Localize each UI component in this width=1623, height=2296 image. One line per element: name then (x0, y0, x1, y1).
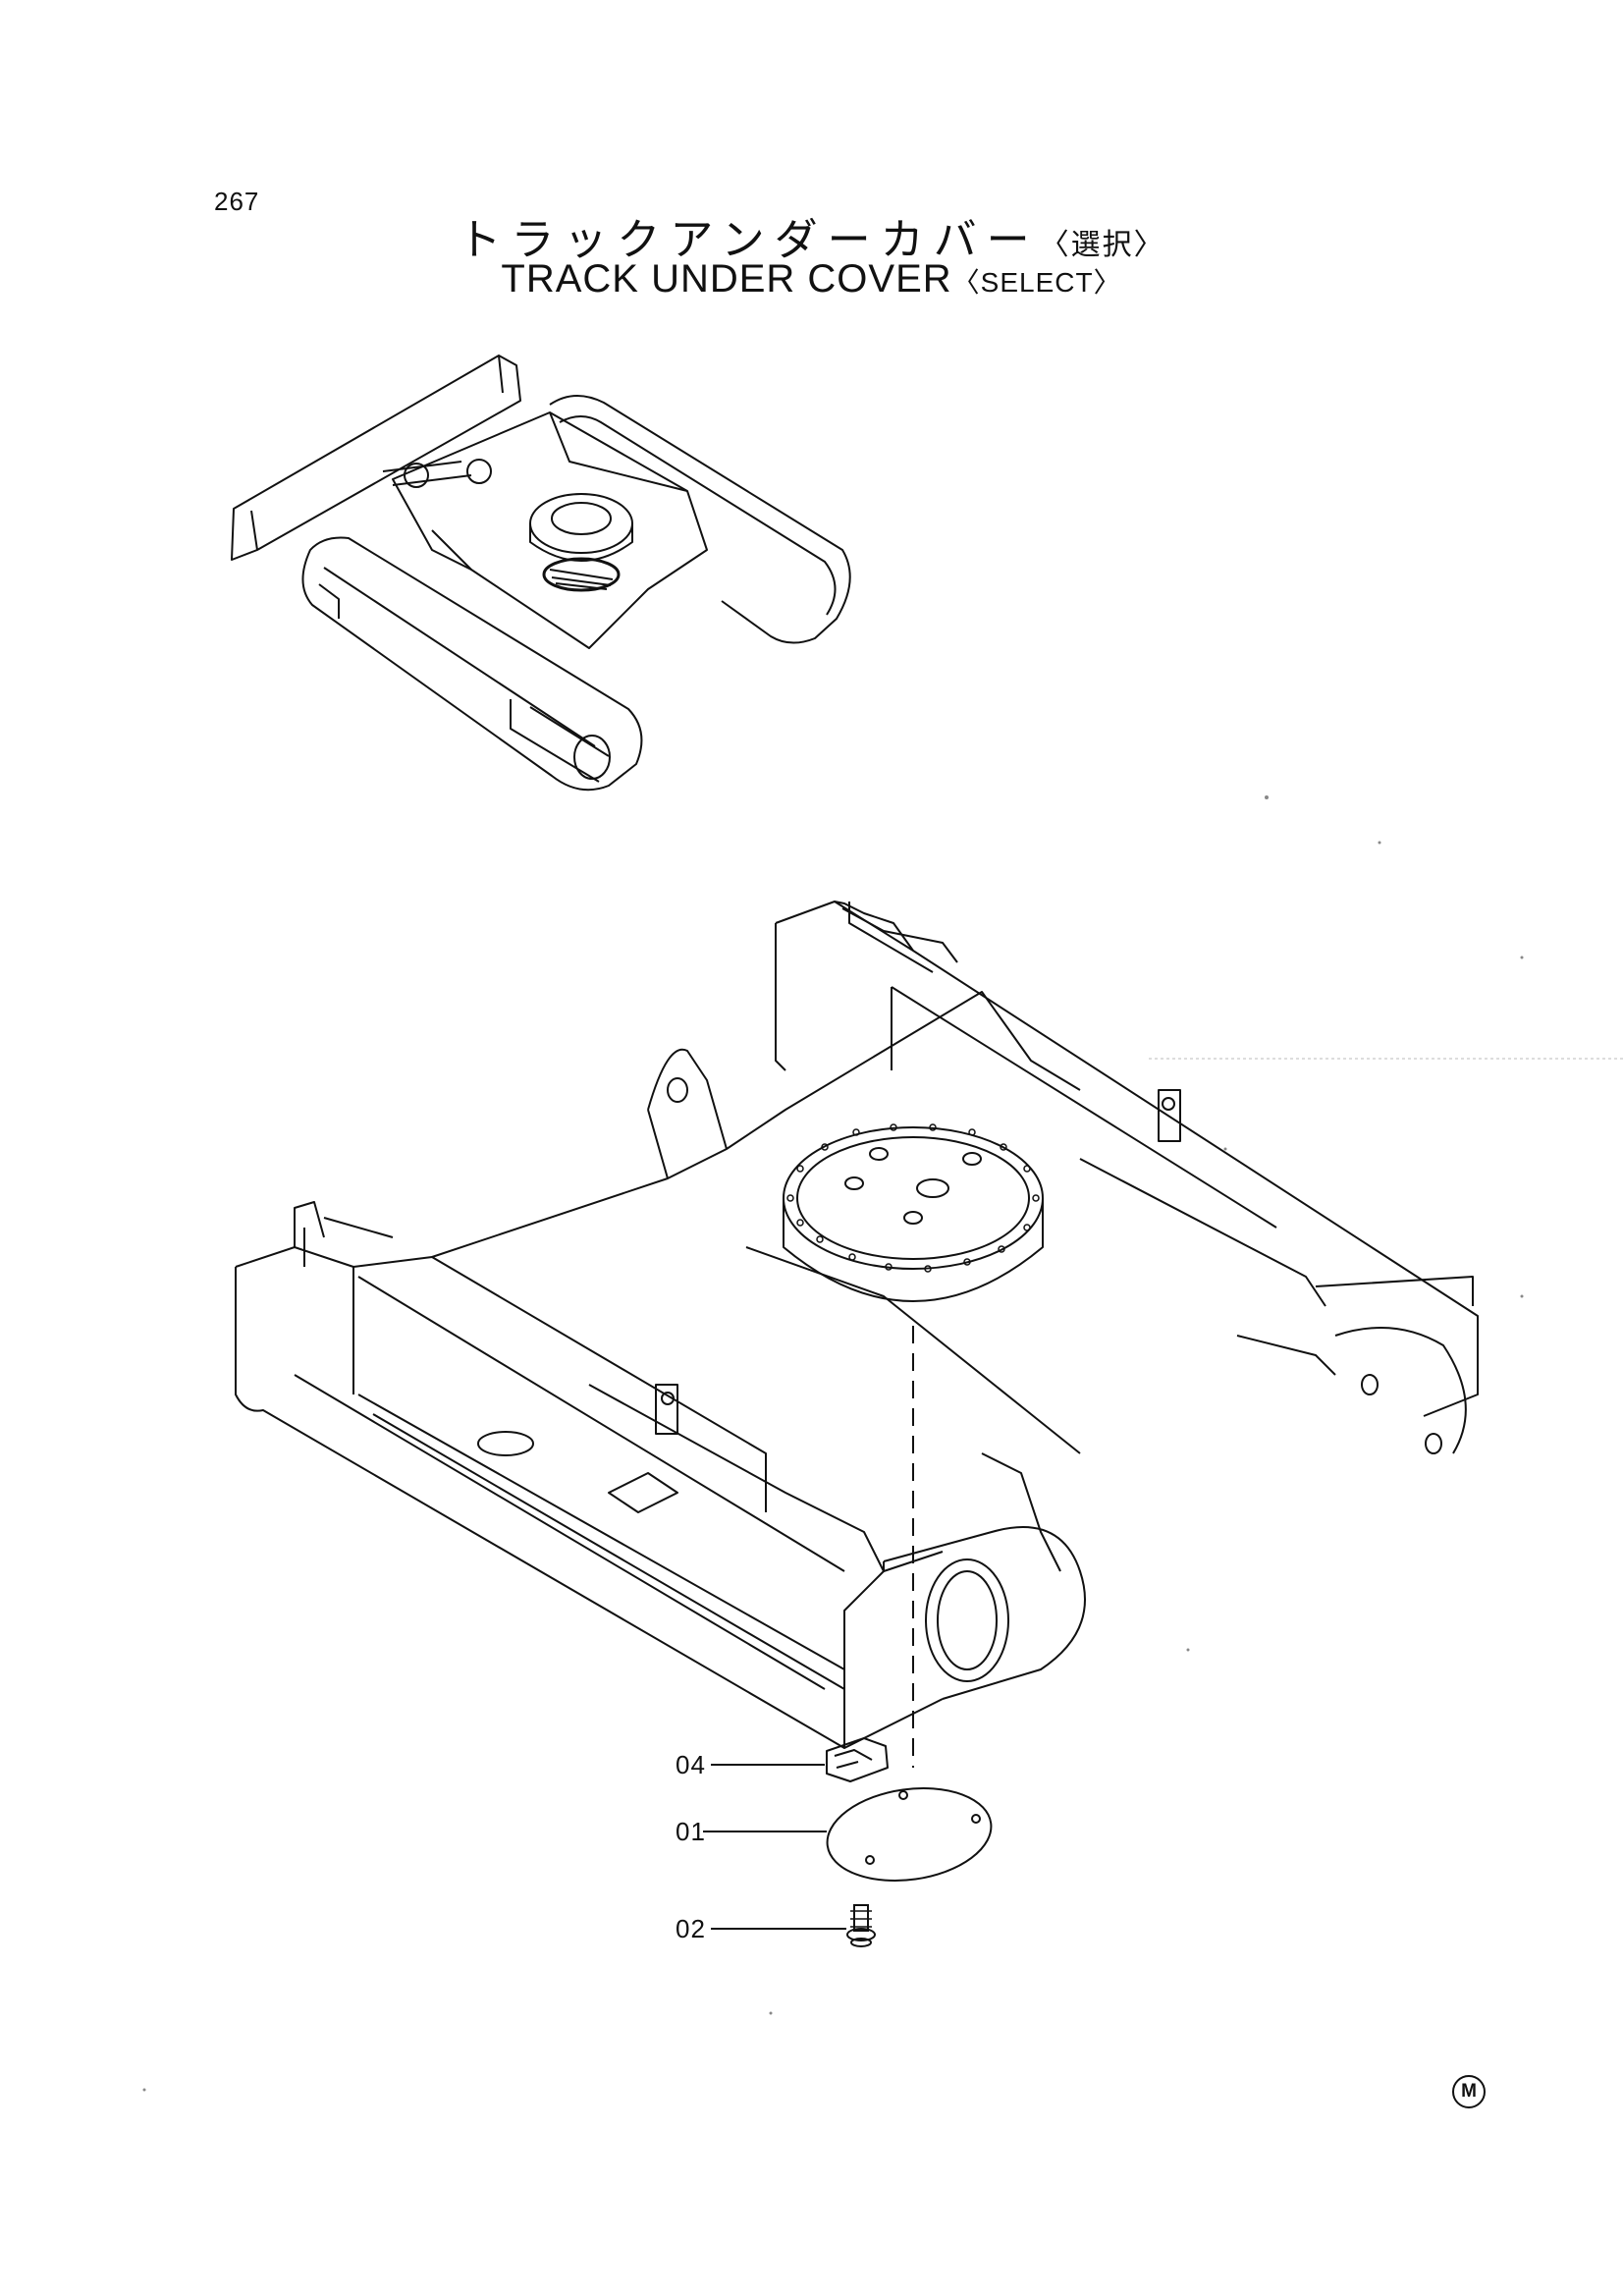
callout-label-02: 02 (676, 1914, 706, 1943)
callout-leaders (703, 1765, 846, 1929)
page-title-english: TRACK UNDER COVER〈SELECT〉 (0, 257, 1623, 301)
key-view-undercarriage (232, 355, 850, 790)
title-jp-qualifier: 〈選択〉 (1039, 228, 1165, 262)
title-jp-text: トラックアンダーカバー (458, 215, 1040, 265)
callout-label-01: 01 (676, 1817, 706, 1846)
part-01-cover-plate (821, 1778, 997, 1890)
title-en-text: TRACK UNDER COVER (501, 257, 952, 301)
corner-mark-badge: M (1452, 2075, 1486, 2108)
part-04-bracket (827, 1738, 888, 1781)
page-title-japanese: トラックアンダーカバー〈選択〉 (0, 204, 1623, 267)
page-number: 267 (214, 187, 260, 216)
swing-circle-bolts (787, 1124, 1039, 1272)
part-02-bolt (847, 1905, 875, 1946)
track-frame-assembly (236, 902, 1478, 1748)
callout-label-04: 04 (676, 1750, 706, 1779)
scan-specks (142, 795, 1524, 2092)
title-en-qualifier: 〈SELECT〉 (951, 267, 1122, 298)
